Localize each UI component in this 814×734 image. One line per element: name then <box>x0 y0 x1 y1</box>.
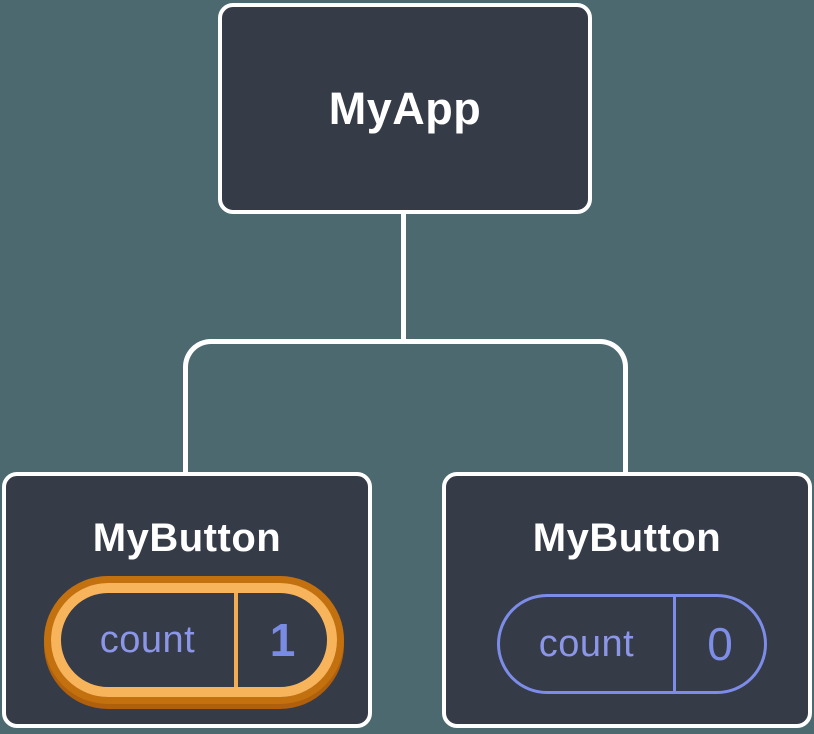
state-name-cell: count <box>61 593 238 687</box>
connector-branch <box>183 339 628 472</box>
node-myapp: MyApp <box>218 3 592 214</box>
state-pill: count 0 <box>497 594 767 694</box>
node-title: MyButton <box>532 516 722 560</box>
state-name-label: count <box>538 622 635 665</box>
state-value-cell: 1 <box>238 593 327 687</box>
node-title: MyButton <box>92 516 282 560</box>
node-mybutton-2: MyButton count 0 <box>442 472 812 728</box>
node-title: MyApp <box>328 82 482 134</box>
connector-stem <box>401 214 406 344</box>
state-pill-highlighted: count 1 <box>51 583 337 697</box>
state-name-label: count <box>99 618 196 661</box>
state-name-cell: count <box>500 597 676 691</box>
state-value: 1 <box>269 614 296 666</box>
state-value: 0 <box>707 618 733 670</box>
state-value-cell: 0 <box>676 597 764 691</box>
node-mybutton-1: MyButton count 1 <box>2 472 372 728</box>
